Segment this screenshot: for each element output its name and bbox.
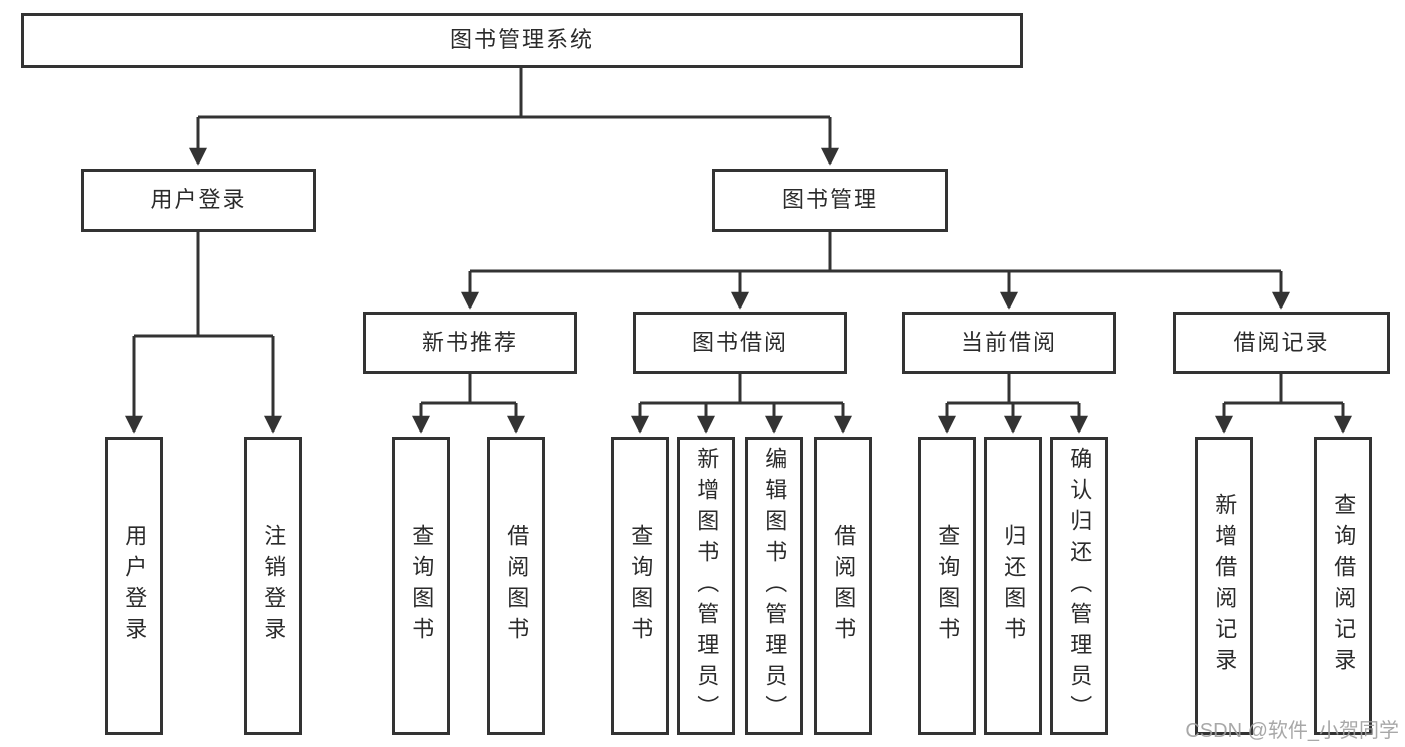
- node-book-management-label: 图书管理: [781, 187, 878, 213]
- node-borrowing-records-label: 借阅记录: [1233, 329, 1330, 355]
- leaf-add-borrow-record: 新增借阅记录: [1195, 437, 1253, 735]
- node-book-management: 图书管理: [712, 169, 948, 232]
- leaf-logout-label: 注销登录: [261, 524, 287, 648]
- leaf-return-book-label: 归还图书: [1001, 524, 1027, 648]
- node-library-management-system-label: 图书管理系统: [449, 27, 594, 53]
- node-new-book-recommend-label: 新书推荐: [421, 329, 518, 355]
- leaf-query-book-borrowing-label: 查询图书: [628, 524, 654, 648]
- leaf-query-book-recommend: 查询图书: [392, 437, 450, 735]
- leaf-borrow-book-recommend: 借阅图书: [487, 437, 545, 735]
- node-current-borrowing-label: 当前借阅: [960, 329, 1057, 355]
- leaf-borrow-book-borrowing-label: 借阅图书: [831, 524, 857, 648]
- leaf-add-book-admin: 新增图书（管理员）: [677, 437, 735, 735]
- leaf-user-login: 用户登录: [105, 437, 163, 735]
- leaf-query-book-current-label: 查询图书: [935, 524, 961, 648]
- node-library-management-system: 图书管理系统: [21, 13, 1023, 68]
- leaf-query-borrow-record-label: 查询借阅记录: [1331, 493, 1357, 679]
- node-user-login-label: 用户登录: [150, 187, 247, 213]
- leaf-confirm-return-admin-label: 确认归还（管理员）: [1067, 446, 1093, 726]
- leaf-query-book-current: 查询图书: [918, 437, 976, 735]
- leaf-edit-book-admin-label: 编辑图书（管理员）: [762, 446, 788, 726]
- leaf-query-book-recommend-label: 查询图书: [409, 524, 435, 648]
- leaf-borrow-book-recommend-label: 借阅图书: [504, 524, 530, 648]
- leaf-user-login-label: 用户登录: [122, 524, 148, 648]
- leaf-confirm-return-admin: 确认归还（管理员）: [1050, 437, 1108, 735]
- node-user-login: 用户登录: [81, 169, 316, 232]
- node-borrowing-records: 借阅记录: [1173, 312, 1390, 374]
- leaf-edit-book-admin: 编辑图书（管理员）: [745, 437, 803, 735]
- leaf-return-book: 归还图书: [984, 437, 1042, 735]
- csdn-watermark: CSDN @软件_小贺同学: [1185, 720, 1399, 742]
- node-new-book-recommend: 新书推荐: [363, 312, 577, 374]
- node-book-borrowing: 图书借阅: [633, 312, 847, 374]
- leaf-query-book-borrowing: 查询图书: [611, 437, 669, 735]
- node-current-borrowing: 当前借阅: [902, 312, 1116, 374]
- node-book-borrowing-label: 图书借阅: [691, 329, 788, 355]
- leaf-add-book-admin-label: 新增图书（管理员）: [694, 446, 720, 726]
- leaf-logout: 注销登录: [244, 437, 302, 735]
- leaf-add-borrow-record-label: 新增借阅记录: [1212, 493, 1238, 679]
- leaf-borrow-book-borrowing: 借阅图书: [814, 437, 872, 735]
- leaf-query-borrow-record: 查询借阅记录: [1314, 437, 1372, 735]
